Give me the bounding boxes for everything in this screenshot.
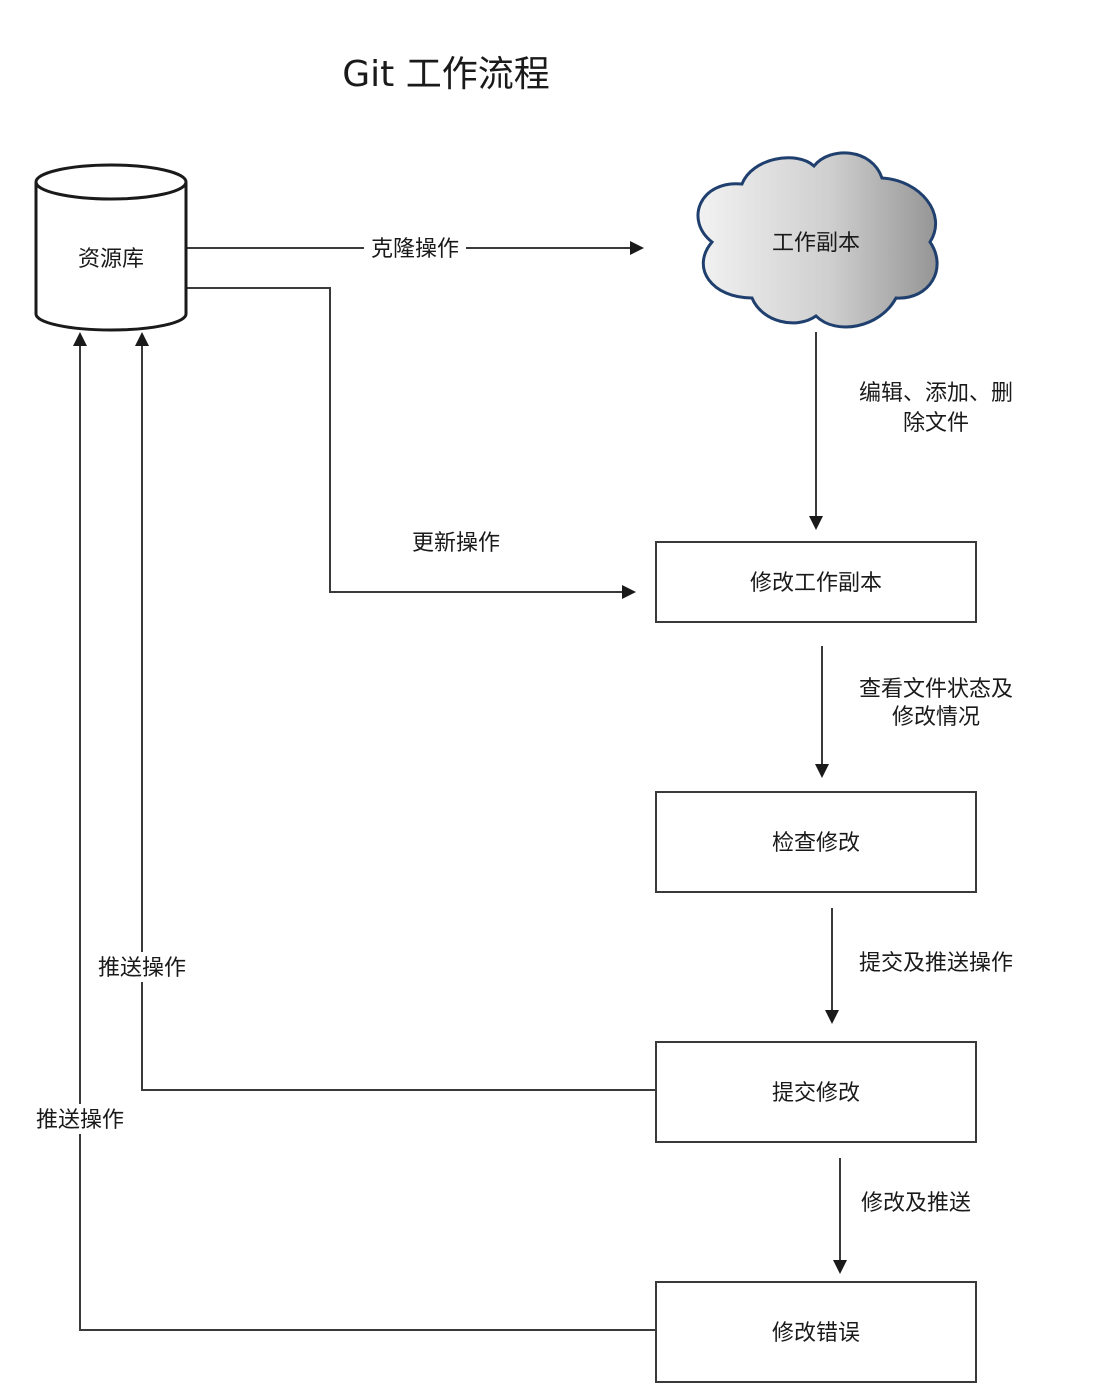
fix-errors-label: 修改错误 (772, 1321, 860, 1346)
push-from-fix-label: 推送操作 (36, 1108, 124, 1133)
commit-changes-node: 提交修改 (655, 1041, 977, 1143)
push-from-commit-label-background (92, 952, 192, 982)
working-copy-label: 工作副本 (772, 231, 860, 256)
review-changes-label: 检查修改 (772, 831, 860, 856)
fix-errors-box (655, 1281, 977, 1383)
fix-errors-node: 修改错误 (655, 1281, 977, 1383)
review-changes-node: 检查修改 (655, 791, 977, 893)
status-label-line2: 修改情况 (892, 705, 980, 730)
modify-working-copy-label: 修改工作副本 (750, 571, 882, 596)
push-from-commit-arrow (135, 332, 656, 1091)
push-from-fix-arrow (73, 332, 656, 1331)
commit-push-label: 提交及推送操作 (859, 951, 1013, 976)
clone-label: 克隆操作 (371, 237, 459, 262)
repository-node: 资源库 (34, 163, 188, 332)
commit-changes-box (655, 1041, 977, 1143)
update-arrow (186, 287, 636, 599)
modify-working-copy-node: 修改工作副本 (655, 541, 977, 623)
push-from-fix-label-background (30, 1104, 130, 1134)
cloud-shape (696, 151, 939, 329)
edit-files-label-line1: 编辑、添加、删 (859, 381, 1013, 406)
repository-label: 资源库 (78, 247, 144, 272)
clone-label-background (364, 232, 466, 264)
update-label: 更新操作 (412, 531, 500, 556)
commit-changes-label: 提交修改 (772, 1081, 860, 1106)
edit-files-label-line2: 除文件 (903, 411, 969, 436)
modify-working-copy-box (655, 541, 977, 623)
repository-cylinder-body (34, 182, 188, 332)
review-changes-box (655, 791, 977, 893)
repository-cylinder-top (34, 163, 188, 201)
diagram-title: Git 工作流程 (342, 54, 549, 95)
fix-push-label: 修改及推送 (861, 1191, 971, 1216)
working-copy-node: 工作副本 (696, 151, 939, 329)
push-from-commit-label: 推送操作 (98, 956, 186, 981)
status-label-line1: 查看文件状态及 (859, 677, 1013, 702)
